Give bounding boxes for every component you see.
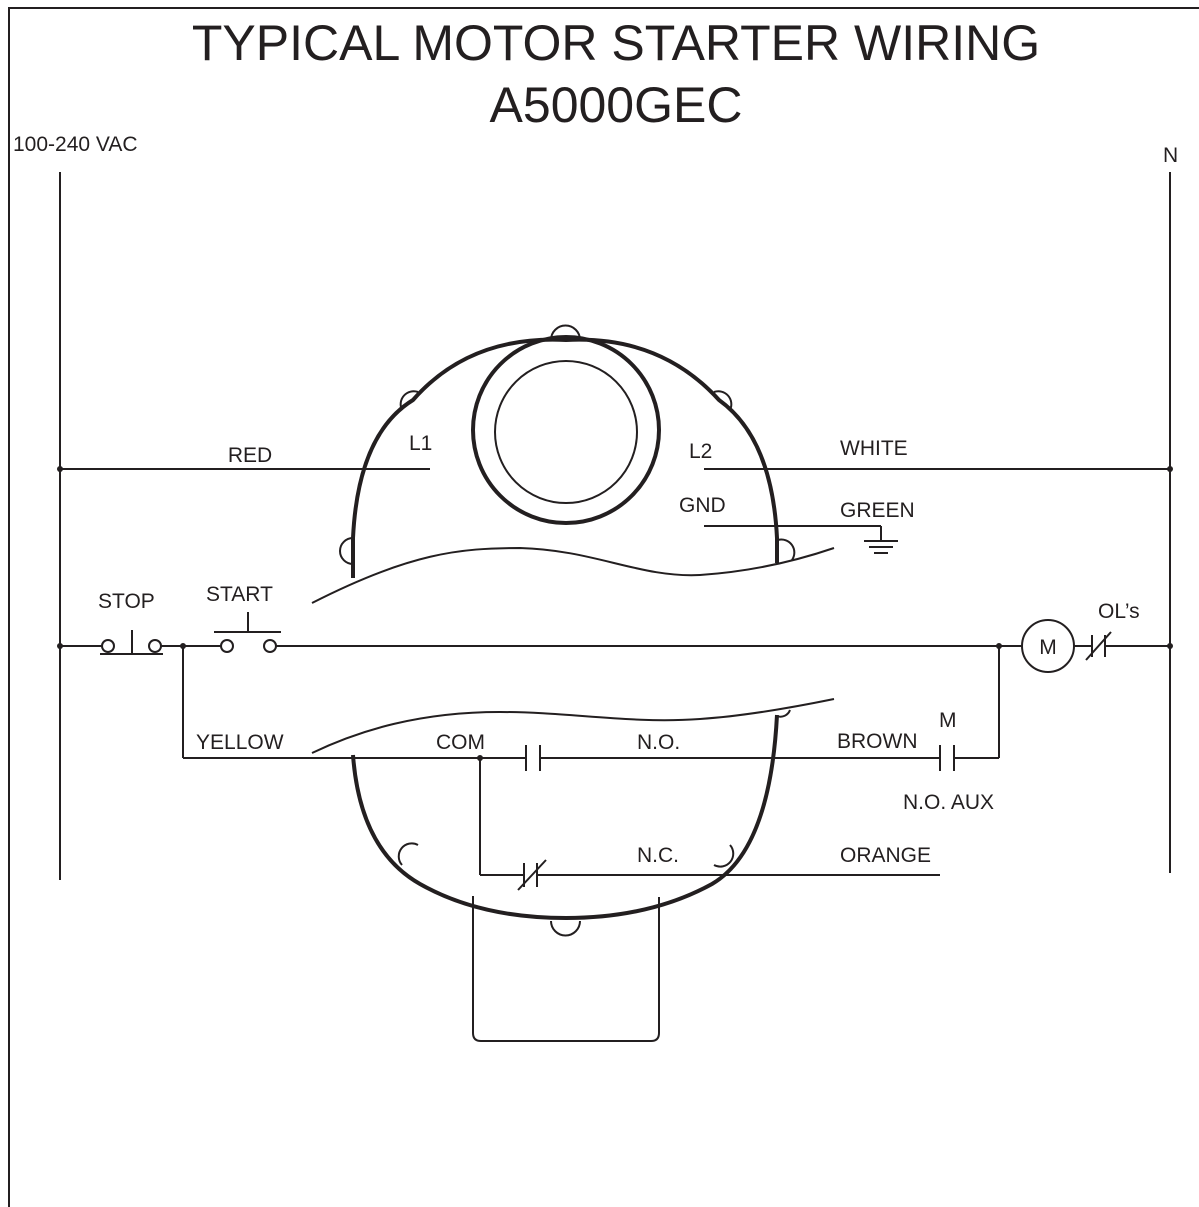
mounting-lug xyxy=(777,538,796,561)
aux-contact-icon xyxy=(939,745,955,771)
junction-dot xyxy=(1167,466,1173,472)
neutral-label: N xyxy=(1163,144,1178,167)
start-pushbutton-icon xyxy=(214,612,281,653)
mounting-lug xyxy=(399,390,419,411)
junction-dot xyxy=(1167,643,1173,649)
stop-label: STOP xyxy=(98,590,155,613)
center-boss-inner xyxy=(494,360,638,504)
aux-label: N.O. AUX xyxy=(903,791,994,814)
title-line-1: TYPICAL MOTOR STARTER WIRING xyxy=(192,15,1040,71)
title-line-2: A5000GEC xyxy=(490,77,743,133)
mounting-lug xyxy=(713,844,735,868)
junction-dot xyxy=(57,466,63,472)
red-wire-label: RED xyxy=(228,444,272,467)
break-line-lower xyxy=(311,698,835,754)
mounting-lug xyxy=(339,537,354,565)
white-wire-label: WHITE xyxy=(840,437,908,460)
yellow-wire-label: YELLOW xyxy=(196,731,284,754)
l1-terminal-label: L1 xyxy=(409,432,432,455)
start-label: START xyxy=(206,583,273,606)
overload-label: OL’s xyxy=(1098,600,1140,623)
green-wire-label: GREEN xyxy=(840,499,915,522)
l2-terminal-label: L2 xyxy=(689,440,712,463)
line-voltage-label: 100-240 VAC xyxy=(13,133,138,156)
break-line-upper xyxy=(311,546,835,604)
nc-terminal-label: N.C. xyxy=(637,844,679,867)
no-terminal-label: N.O. xyxy=(637,731,680,754)
motor-coil-label: M xyxy=(1039,636,1057,659)
stop-pushbutton-icon xyxy=(100,630,163,655)
page-frame xyxy=(8,7,1199,1207)
aux-contact-label: M xyxy=(939,709,957,732)
center-boss-outer xyxy=(471,335,661,525)
no-contact-icon xyxy=(525,745,541,771)
com-terminal-label: COM xyxy=(436,731,485,754)
mounting-lug xyxy=(550,324,581,341)
mounting-lug xyxy=(776,709,791,718)
gnd-terminal-label: GND xyxy=(679,494,726,517)
mounting-lug xyxy=(713,390,733,411)
device-body-upper xyxy=(311,324,835,604)
orange-wire-label: ORANGE xyxy=(840,844,931,867)
ground-icon xyxy=(864,540,898,554)
mounting-bracket xyxy=(472,896,660,1042)
mounting-lug xyxy=(550,920,581,937)
mounting-lug xyxy=(397,842,419,866)
device-body-lower xyxy=(311,698,835,1042)
brown-wire-label: BROWN xyxy=(837,730,918,753)
